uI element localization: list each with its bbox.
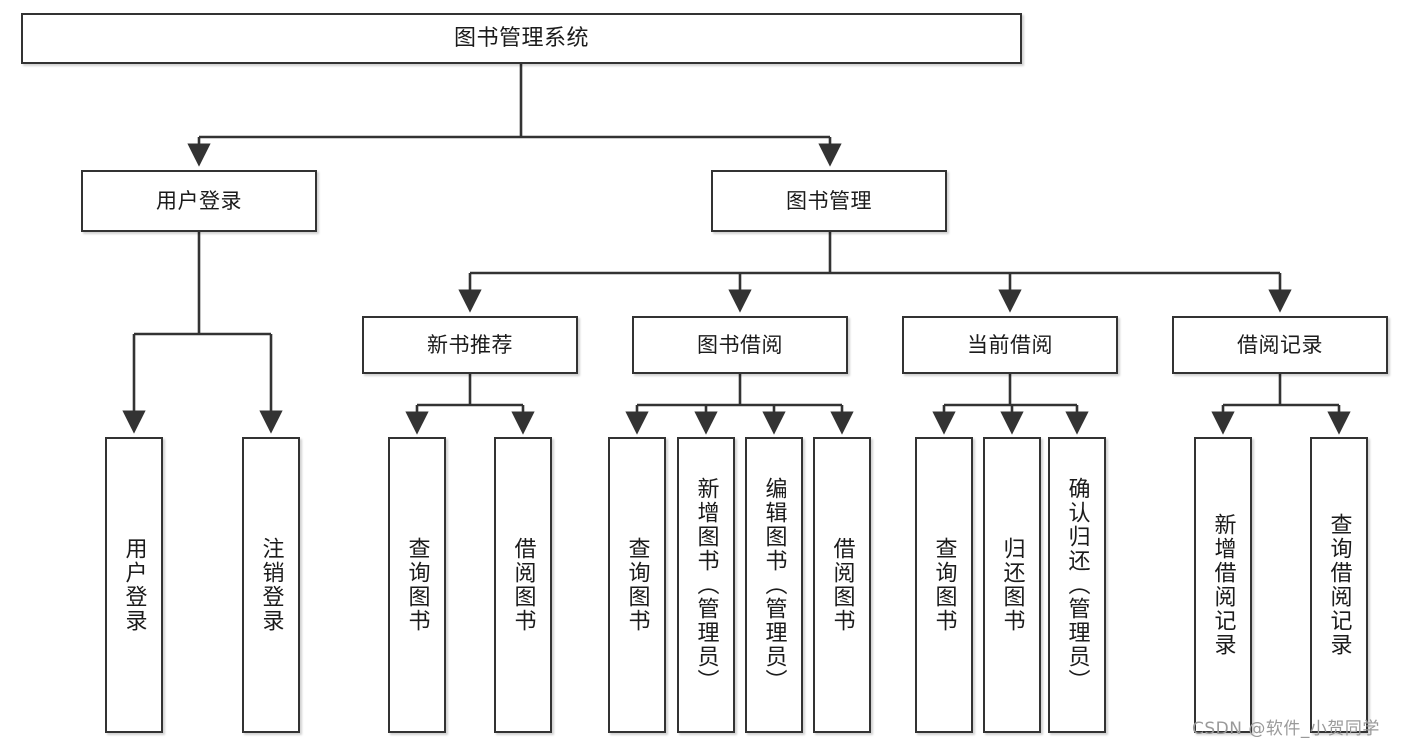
node-borrow-record[interactable]: 借阅记录 xyxy=(1172,316,1388,374)
leaf-current-borrow-return-book[interactable]: 归还图书 xyxy=(983,437,1041,733)
leaf-book-borrow-add-book-admin[interactable]: 新增图书（管理员） xyxy=(677,437,735,733)
node-label: 图书借阅 xyxy=(697,332,783,357)
node-label: 用户登录 xyxy=(156,188,242,213)
node-user-login[interactable]: 用户登录 xyxy=(81,170,317,232)
node-label: 新增借阅记录 xyxy=(1210,513,1236,657)
node-label: 确认归还（管理员） xyxy=(1064,477,1090,693)
node-label: 借阅记录 xyxy=(1237,332,1323,357)
node-new-book-recommend[interactable]: 新书推荐 xyxy=(362,316,578,374)
leaf-borrow-record-query-record[interactable]: 查询借阅记录 xyxy=(1310,437,1368,733)
leaf-user-login-logout[interactable]: 注销登录 xyxy=(242,437,300,733)
csdn-watermark: CSDN @软件_小贺同学 xyxy=(1192,719,1380,739)
node-label: 查询图书 xyxy=(931,537,957,633)
node-label: 借阅图书 xyxy=(510,537,536,633)
node-label: 归还图书 xyxy=(999,537,1025,633)
node-label: 查询借阅记录 xyxy=(1326,513,1352,657)
node-label: 查询图书 xyxy=(404,537,430,633)
node-label: 查询图书 xyxy=(624,537,650,633)
leaf-borrow-record-add-record[interactable]: 新增借阅记录 xyxy=(1194,437,1252,733)
leaf-book-borrow-query-book[interactable]: 查询图书 xyxy=(608,437,666,733)
node-label: 用户登录 xyxy=(121,537,147,633)
leaf-current-borrow-confirm-return-admin[interactable]: 确认归还（管理员） xyxy=(1048,437,1106,733)
node-label: 新书推荐 xyxy=(427,332,513,357)
node-book-management[interactable]: 图书管理 xyxy=(711,170,947,232)
node-label: 注销登录 xyxy=(258,537,284,633)
leaf-book-borrow-borrow-book[interactable]: 借阅图书 xyxy=(813,437,871,733)
leaf-book-borrow-edit-book-admin[interactable]: 编辑图书（管理员） xyxy=(745,437,803,733)
node-label: 图书管理系统 xyxy=(453,25,589,51)
leaf-new-book-borrow-book[interactable]: 借阅图书 xyxy=(494,437,552,733)
node-label: 编辑图书（管理员） xyxy=(761,477,787,693)
node-root-book-management-system[interactable]: 图书管理系统 xyxy=(21,13,1022,64)
node-current-borrow[interactable]: 当前借阅 xyxy=(902,316,1118,374)
leaf-current-borrow-query-book[interactable]: 查询图书 xyxy=(915,437,973,733)
node-label: 当前借阅 xyxy=(967,332,1053,357)
node-book-borrow[interactable]: 图书借阅 xyxy=(632,316,848,374)
leaf-new-book-query-book[interactable]: 查询图书 xyxy=(388,437,446,733)
leaf-user-login-login[interactable]: 用户登录 xyxy=(105,437,163,733)
node-label: 借阅图书 xyxy=(829,537,855,633)
node-label: 图书管理 xyxy=(786,188,872,213)
node-label: 新增图书（管理员） xyxy=(693,477,719,693)
